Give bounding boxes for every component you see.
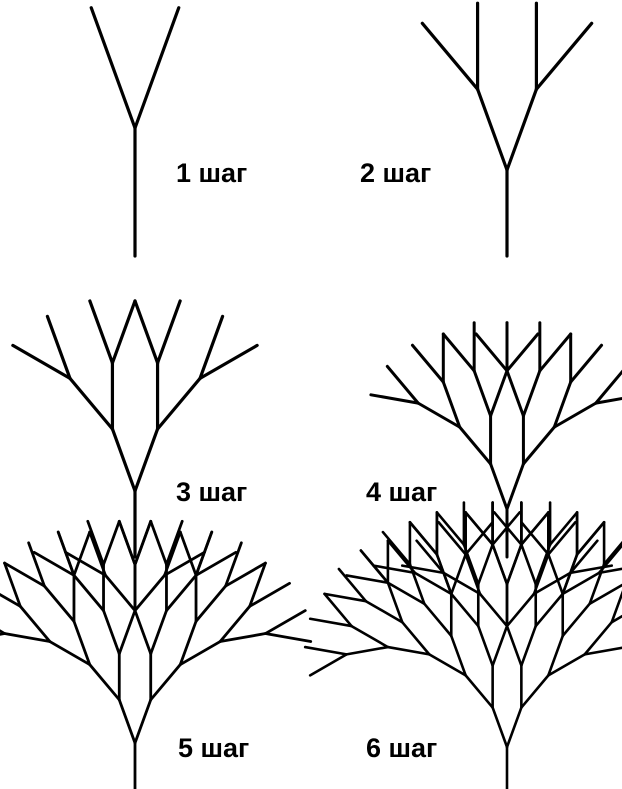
tree-branch bbox=[443, 334, 474, 371]
tree-branch bbox=[422, 23, 477, 89]
tree-branch bbox=[347, 647, 388, 654]
fractal-tree-step-2 bbox=[422, 3, 591, 256]
tree-branch bbox=[88, 521, 104, 564]
tree-branch bbox=[310, 654, 346, 675]
tree-branch bbox=[135, 429, 158, 491]
tree-branch bbox=[424, 604, 451, 636]
tree-branch bbox=[478, 626, 492, 665]
tree-branch bbox=[135, 301, 158, 363]
tree-branch bbox=[478, 89, 507, 170]
tree-branch bbox=[548, 522, 575, 554]
tree-branch bbox=[460, 427, 491, 464]
tree-branch bbox=[507, 594, 534, 626]
tree-branch bbox=[571, 345, 602, 382]
tree-branch bbox=[180, 532, 196, 575]
tree-branch bbox=[507, 334, 538, 371]
tree-branch bbox=[507, 626, 521, 665]
tree-branch bbox=[112, 301, 135, 363]
tree-branch bbox=[135, 700, 151, 743]
tree-branch bbox=[135, 521, 151, 564]
tree-branch bbox=[74, 532, 90, 575]
step-6-label: 6 шаг bbox=[366, 735, 437, 762]
tree-branch bbox=[166, 575, 196, 610]
tree-branch bbox=[523, 427, 554, 464]
fractal-tree-step-6 bbox=[305, 503, 622, 789]
tree-branch bbox=[437, 512, 464, 544]
tree-branch bbox=[491, 371, 507, 416]
tree-branch bbox=[166, 521, 182, 564]
tree-branch bbox=[135, 575, 165, 610]
tree-branch bbox=[196, 586, 226, 621]
tree-branch bbox=[305, 647, 346, 654]
tree-branch bbox=[478, 545, 492, 584]
tree-branch bbox=[480, 594, 507, 626]
tree-branch bbox=[476, 334, 507, 371]
tree-branch bbox=[523, 371, 539, 416]
fractal-tree-step-4 bbox=[371, 323, 622, 557]
tree-branch bbox=[536, 23, 591, 89]
tree-branch bbox=[151, 665, 181, 700]
tree-branch bbox=[105, 575, 135, 610]
fractal-tree-step-1 bbox=[91, 8, 179, 256]
tree-branch bbox=[119, 700, 135, 743]
tree-branch bbox=[507, 371, 523, 416]
tree-branch bbox=[352, 626, 388, 647]
tree-branch bbox=[70, 378, 112, 429]
step-3-label: 3 шаг bbox=[176, 479, 247, 506]
tree-branch bbox=[412, 345, 443, 382]
tree-branch bbox=[493, 708, 507, 747]
tree-branch bbox=[521, 545, 535, 584]
tree-branch bbox=[466, 675, 493, 707]
tree-branch bbox=[265, 634, 310, 642]
tree-branch bbox=[135, 611, 151, 654]
tree-branch bbox=[0, 611, 5, 634]
fractal-tree-step-5 bbox=[0, 521, 311, 789]
tree-branch bbox=[451, 594, 478, 626]
tree-branch bbox=[135, 8, 179, 128]
tree-branch bbox=[74, 575, 104, 610]
step-4-label: 4 шаг bbox=[366, 479, 437, 506]
tree-branch bbox=[507, 89, 536, 170]
tree-branch bbox=[91, 8, 135, 128]
fractal-tree-step-3 bbox=[13, 301, 257, 557]
tree-branch bbox=[540, 334, 571, 371]
tree-branch bbox=[493, 545, 507, 584]
tree-branch bbox=[90, 301, 113, 363]
tree-branch bbox=[493, 626, 507, 665]
step-5-label: 5 шаг bbox=[178, 735, 249, 762]
tree-branch bbox=[151, 521, 167, 564]
tree-branch bbox=[119, 611, 135, 654]
step-2-label: 2 шаг bbox=[360, 160, 431, 187]
step-1-label: 1 шаг bbox=[176, 160, 247, 187]
tree-branch bbox=[265, 611, 305, 634]
tree-branch bbox=[596, 366, 622, 403]
tree-branch bbox=[158, 301, 181, 363]
tree-branch bbox=[521, 626, 535, 665]
tree-branch bbox=[439, 522, 466, 554]
tree-branch bbox=[507, 545, 521, 584]
tree-branch bbox=[119, 521, 135, 564]
tree-branch bbox=[158, 378, 200, 429]
tree-branch bbox=[90, 665, 120, 700]
tree-branch bbox=[548, 554, 562, 593]
tree-branch bbox=[112, 429, 135, 491]
tree-branch bbox=[104, 611, 120, 654]
tree-branch bbox=[474, 371, 490, 416]
tree-branch bbox=[507, 708, 521, 747]
tree-branch bbox=[521, 675, 548, 707]
tree-branch bbox=[151, 611, 167, 654]
tree-branch bbox=[451, 554, 465, 593]
tree-branch bbox=[44, 586, 74, 621]
tree-branch bbox=[536, 594, 563, 626]
tree-branch bbox=[563, 604, 590, 636]
tree-branch bbox=[104, 521, 120, 564]
tree-branch bbox=[550, 512, 577, 544]
